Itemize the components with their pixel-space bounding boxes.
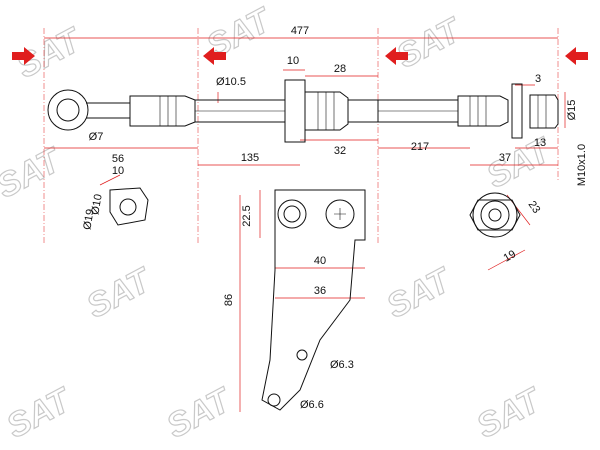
dim-end-diameter: Ø15 — [566, 100, 578, 121]
dimension-labels: 477 Ø7 Ø10.5 56 10 28 135 32 217 37 13 3… — [81, 25, 588, 411]
dim-banjo-length: 56 — [112, 153, 124, 165]
dim-mid-length: 135 — [241, 152, 259, 164]
arrow-left-icon — [565, 47, 588, 65]
dim-total-length: 477 — [291, 25, 309, 37]
watermark: SAT — [81, 260, 160, 326]
dim-hose-outer: Ø10.5 — [216, 76, 246, 88]
dim-bracket-hole-height: 22.5 — [241, 205, 253, 226]
dim-end-length: 37 — [499, 152, 511, 164]
dim-banjo-hole: Ø7 — [89, 131, 104, 143]
mid-fitting — [304, 91, 349, 131]
dim-bracket-hole-small: Ø6.3 — [330, 359, 354, 371]
dim-end-gap: 3 — [535, 73, 541, 85]
bracket-bolt — [325, 199, 355, 229]
dim-end-hex-d: 19 — [502, 248, 519, 265]
watermark: SAT — [0, 140, 69, 206]
watermark: SAT — [161, 380, 240, 446]
watermark: SAT — [381, 260, 460, 326]
arrow-right-icon — [12, 47, 35, 65]
dim-banjo-d1: Ø10 — [89, 193, 104, 216]
dim-bracket-height: 86 — [223, 294, 235, 306]
banjo-fitting — [47, 89, 196, 131]
bracket-hole-bottom — [267, 393, 281, 407]
arrow-left-icon — [385, 47, 408, 65]
arrow-left-icon — [203, 47, 226, 65]
end-fitting — [457, 95, 509, 127]
watermark: SAT — [481, 130, 560, 196]
dim-bracket-offset: 28 — [334, 63, 346, 75]
hose-body — [194, 79, 559, 143]
end-hex-view — [469, 192, 521, 238]
threaded-end — [529, 94, 559, 129]
dim-bracket-hole-bottom: Ø6.6 — [300, 399, 324, 411]
mounting-bracket — [261, 189, 366, 411]
dim-bracket-w1: 40 — [314, 255, 326, 267]
dim-second-length: 217 — [411, 141, 429, 153]
dim-mid-fitting: 32 — [334, 145, 346, 157]
dim-bracket-width: 10 — [287, 55, 299, 67]
bracket-hole — [277, 199, 307, 229]
dim-thread: M10x1.0 — [576, 144, 588, 186]
dim-bracket-w2: 36 — [314, 285, 326, 297]
watermark: SAT — [391, 10, 470, 76]
dim-end-hex: 23 — [526, 199, 543, 216]
dim-end-thread-len: 13 — [534, 137, 546, 149]
banjo-side-view — [109, 187, 149, 226]
dim-banjo-d2: Ø19 — [81, 208, 96, 231]
watermark: SAT — [1, 380, 80, 446]
watermark: SAT — [471, 380, 550, 446]
bracket-hole-small — [296, 349, 308, 361]
section-arrows — [12, 47, 588, 65]
dim-banjo-thick: 10 — [112, 165, 124, 177]
mid-bracket — [284, 79, 306, 143]
